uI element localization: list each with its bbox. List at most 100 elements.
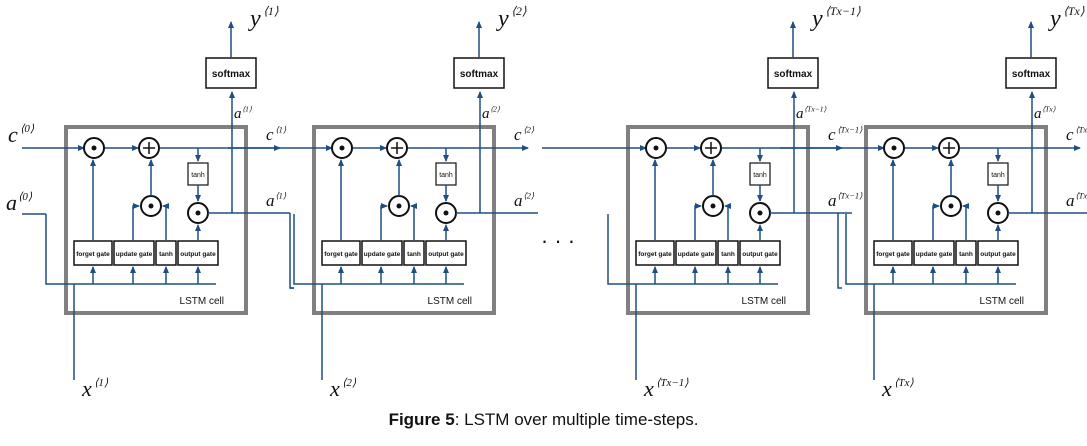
multiply-dot [710, 203, 716, 209]
lstm-cell-label: LSTM cell [428, 296, 472, 307]
connector-line [724, 203, 731, 241]
softmax-label: softmax [1012, 69, 1051, 80]
multiply-dot [948, 203, 954, 209]
gate-box [977, 240, 1019, 266]
c-out-label-superscript: ⟨Tx−1⟩ [837, 124, 863, 134]
a-out-label-symbol: a [828, 191, 837, 210]
x-input-label-symbol: x [881, 376, 892, 401]
connector-line [962, 203, 969, 241]
y-output-label-symbol: y [496, 6, 509, 32]
multiply-dot [148, 203, 154, 209]
c-out-label-superscript: ⟨Tx⟩ [1075, 124, 1087, 134]
tanh-box-label: tanh [753, 172, 767, 179]
figure-label: Figure 5 [388, 410, 455, 429]
a-out-label-superscript: ⟨Tx⟩ [1075, 190, 1087, 200]
lstm-cell-box [864, 125, 1048, 315]
connector-line [293, 214, 464, 285]
x-input-label-superscript: ⟨1⟩ [94, 377, 109, 389]
tanh-box-label: tanh [991, 172, 1005, 179]
multiply-dot [757, 210, 763, 216]
gate-label: output gate [428, 251, 464, 258]
c-out-label-symbol: c [514, 125, 522, 144]
gate-label: forget gate [324, 251, 358, 258]
y-output-label-superscript: ⟨1⟩ [263, 4, 279, 18]
lstm-cell-label: LSTM cell [180, 296, 224, 307]
multiply-dot [396, 203, 402, 209]
multiply-dot [91, 145, 97, 151]
gate-label: update gate [916, 251, 953, 258]
multiply-dot [339, 145, 345, 151]
y-output-label-superscript: ⟨Tx⟩ [1063, 4, 1085, 18]
gate-box [675, 240, 717, 266]
gate-label: tanh [959, 251, 973, 258]
multiply-dot [443, 210, 449, 216]
softmax-label: softmax [212, 69, 251, 80]
a-up-label-superscript: ⟨1⟩ [242, 104, 252, 113]
connector-line [845, 214, 1016, 285]
x-input-label-symbol: x [643, 376, 654, 401]
connector-line [837, 213, 842, 289]
c-out-label-symbol: c [266, 125, 274, 144]
multiply-dot [653, 145, 659, 151]
gate-box [73, 240, 113, 266]
c-out-label-superscript: ⟨1⟩ [275, 124, 287, 134]
x-input-label-superscript: ⟨2⟩ [342, 377, 357, 389]
figure-caption: Figure 5: LSTM over multiple time-steps. [0, 410, 1087, 430]
connector-line [607, 214, 778, 285]
gate-label: forget gate [638, 251, 672, 258]
multiply-dot [995, 210, 1001, 216]
tanh-box-label: tanh [439, 172, 453, 179]
softmax-box [205, 57, 257, 89]
lstm-cell-box [64, 125, 248, 315]
x-input-label-superscript: ⟨Tx⟩ [894, 377, 914, 389]
connector-line [932, 203, 940, 241]
y-output-label-superscript: ⟨2⟩ [511, 4, 527, 18]
c-out-label-superscript: ⟨2⟩ [523, 124, 535, 134]
gate-label: tanh [721, 251, 735, 258]
gate-label: output gate [742, 251, 778, 258]
gate-label: forget gate [76, 251, 110, 258]
connector-line [132, 203, 140, 241]
gate-label: output gate [180, 251, 216, 258]
gate-label: output gate [980, 251, 1016, 258]
lstm-cell-label: LSTM cell [742, 296, 786, 307]
a-up-label-symbol: a [796, 106, 804, 122]
y-output-label-symbol: y [248, 6, 261, 32]
connector-line [694, 203, 702, 241]
ellipsis: · · · [541, 228, 575, 253]
a-up-label-superscript: ⟨2⟩ [490, 104, 500, 113]
x-input-label-symbol: x [81, 376, 92, 401]
gate-box [361, 240, 403, 266]
a0-label-superscript: ⟨0⟩ [18, 191, 33, 203]
lstm-cell-label: LSTM cell [980, 296, 1024, 307]
a-out-label-symbol: a [266, 191, 275, 210]
c0-label-superscript: ⟨0⟩ [20, 123, 35, 135]
gate-label: update gate [116, 251, 153, 258]
a-out-label-symbol: a [514, 191, 523, 210]
lstm-cell-box [312, 125, 496, 315]
tanh-box-label: tanh [191, 172, 205, 179]
a0-label-symbol: a [6, 190, 17, 215]
a-up-label-symbol: a [482, 106, 490, 122]
lstm-cell-box [626, 125, 810, 315]
softmax-label: softmax [774, 69, 813, 80]
connector-line [162, 203, 169, 241]
inter-cell-connections [22, 213, 842, 289]
a-out-label-superscript: ⟨2⟩ [523, 190, 535, 200]
a-out-label-superscript: ⟨Tx−1⟩ [837, 190, 863, 200]
x-input-label-symbol: x [329, 376, 340, 401]
y-output-label-symbol: y [1048, 6, 1061, 32]
gate-label: update gate [678, 251, 715, 258]
a-up-label-symbol: a [234, 106, 242, 122]
y-output-label-symbol: y [810, 6, 823, 32]
gate-label: update gate [364, 251, 401, 258]
gate-box [177, 240, 219, 266]
a-out-label-superscript: ⟨1⟩ [275, 190, 287, 200]
c-out-label-symbol: c [828, 125, 836, 144]
y-output-label-superscript: ⟨Tx−1⟩ [825, 4, 861, 18]
gate-label: tanh [159, 251, 173, 258]
gate-box [635, 240, 675, 266]
